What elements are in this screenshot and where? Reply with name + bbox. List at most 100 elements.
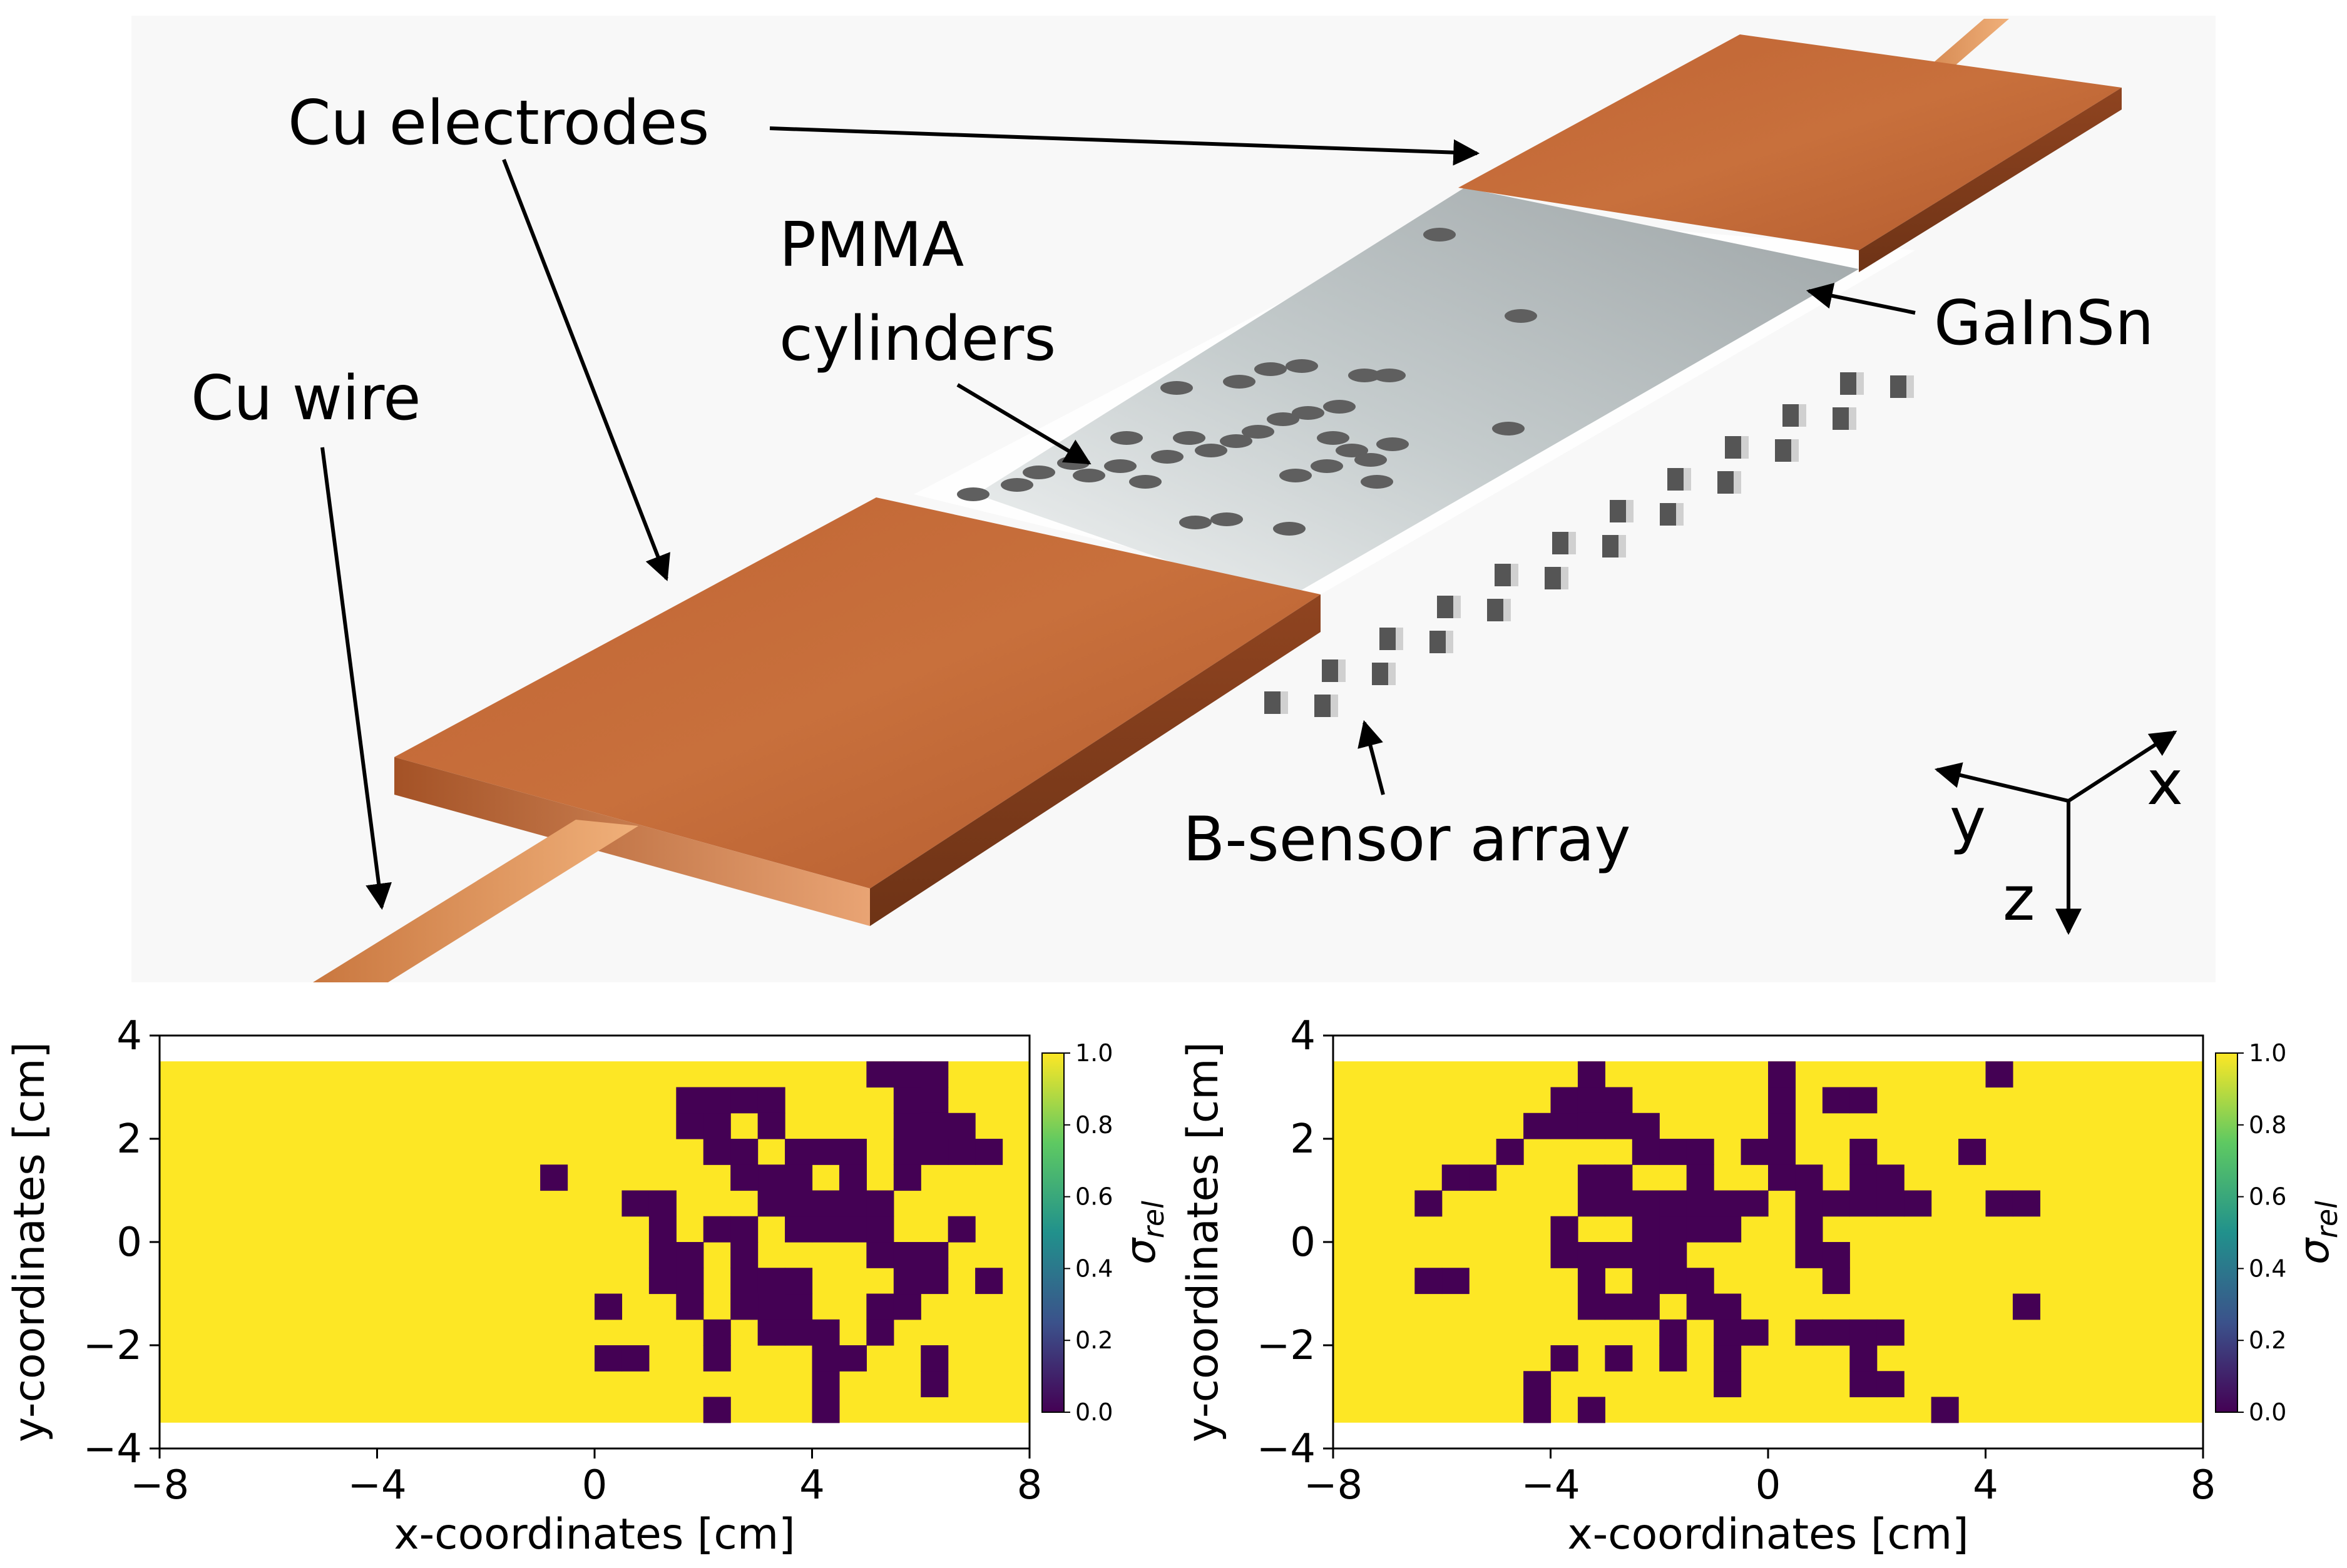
x-tick-label: −4 <box>1521 1462 1580 1509</box>
zero-conductivity-cell <box>1849 1319 1878 1346</box>
zero-conductivity-cell <box>676 1242 704 1268</box>
pmma-cylinder-top <box>1179 516 1212 529</box>
pmma-cylinder-top <box>1110 431 1143 445</box>
zero-conductivity-cell <box>1795 1242 1823 1268</box>
zero-conductivity-cell <box>1577 1164 1605 1191</box>
coordinate-axes: x y z <box>1934 730 2183 935</box>
zero-conductivity-cell <box>1605 1087 1633 1114</box>
zero-conductivity-cell <box>812 1216 840 1243</box>
b-sensor-side <box>1561 567 1568 589</box>
zero-conductivity-cell <box>1849 1371 1878 1398</box>
zero-conductivity-cell <box>921 1139 949 1165</box>
zero-conductivity-cell <box>1958 1139 1987 1165</box>
zero-conductivity-cell <box>1876 1371 1905 1398</box>
pmma-cylinder-top <box>1492 422 1525 435</box>
arrow-galinsn <box>1806 283 1916 315</box>
y-tick-label: −4 <box>1257 1426 1316 1472</box>
pmma-cylinder-top <box>1323 400 1356 414</box>
zero-conductivity-cell <box>812 1371 840 1398</box>
front-cu-wire <box>313 820 638 982</box>
b-sensor-side <box>1503 599 1511 621</box>
zero-conductivity-cell <box>757 1164 785 1191</box>
zero-conductivity-cell <box>785 1164 813 1191</box>
zero-conductivity-cell <box>703 1112 731 1139</box>
zero-conductivity-cell <box>893 1061 921 1088</box>
zero-conductivity-cell <box>866 1190 894 1217</box>
b-sensor-side <box>1568 532 1576 554</box>
zero-conductivity-cell <box>921 1371 949 1398</box>
zero-conductivity-cell <box>1659 1345 1687 1372</box>
zero-conductivity-cell <box>785 1293 813 1320</box>
zero-conductivity-cell <box>1795 1319 1823 1346</box>
zero-conductivity-cell <box>1550 1216 1578 1243</box>
zero-conductivity-cell <box>757 1268 785 1295</box>
b-sensor-side <box>1741 436 1749 459</box>
experimental-schematic: Cu electrodes PMMA cylinders Cu wire GaI… <box>191 19 2183 982</box>
b-sensor-side <box>1446 631 1453 653</box>
zero-conductivity-cell <box>975 1139 1003 1165</box>
zero-conductivity-cell <box>893 1087 921 1114</box>
colorbar-tick-label: 0.6 <box>2249 1183 2286 1211</box>
b-sensor-side <box>1396 628 1403 650</box>
zero-conductivity-cell <box>730 1164 759 1191</box>
x-axis-label: x <box>2147 748 2183 819</box>
zero-conductivity-cell <box>1822 1242 1850 1268</box>
z-axis-label: z <box>2003 863 2035 935</box>
b-sensor-array-group <box>1264 372 1914 717</box>
zero-conductivity-cell <box>1632 1268 1660 1295</box>
zero-conductivity-cell <box>730 1268 759 1295</box>
zero-conductivity-cell <box>703 1087 731 1114</box>
zero-conductivity-cell <box>1686 1139 1714 1165</box>
zero-conductivity-cell <box>1496 1139 1524 1165</box>
zero-conductivity-cell <box>785 1319 813 1346</box>
colorbar-label: σrel <box>1117 1201 1170 1265</box>
zero-conductivity-cell <box>893 1139 921 1165</box>
colorbar <box>1041 1052 1065 1413</box>
galinsn-region <box>976 188 1859 601</box>
zero-conductivity-cell <box>1605 1293 1633 1320</box>
zero-conductivity-cell <box>1822 1087 1850 1114</box>
zero-conductivity-cell <box>1414 1268 1443 1295</box>
zero-conductivity-cell <box>595 1345 623 1372</box>
zero-conductivity-cell <box>703 1216 731 1243</box>
zero-conductivity-cell <box>812 1190 840 1217</box>
pmma-cylinder-top <box>1505 309 1537 323</box>
zero-conductivity-cell <box>948 1139 976 1165</box>
zero-conductivity-cell <box>730 1242 759 1268</box>
colorbar-tick-label: 0.2 <box>2249 1326 2286 1354</box>
zero-conductivity-cell <box>1605 1242 1633 1268</box>
zero-conductivity-cell <box>1714 1319 1742 1346</box>
label-pmma: PMMA <box>779 210 964 281</box>
zero-conductivity-cell <box>1632 1139 1660 1165</box>
x-axis-arrow <box>2067 730 2177 803</box>
y-axis-arrow <box>1934 762 2069 803</box>
zero-conductivity-cell <box>648 1216 677 1243</box>
x-tick-label: 8 <box>2191 1462 2216 1509</box>
zero-conductivity-cell <box>1768 1112 1796 1139</box>
zero-conductivity-cell <box>921 1061 949 1088</box>
zero-conductivity-cell <box>1441 1268 1470 1295</box>
zero-conductivity-cell <box>921 1268 949 1295</box>
pmma-cylinder-top <box>1423 228 1456 242</box>
colorbar-tick-label: 0.0 <box>2249 1398 2286 1426</box>
b-sensor-side <box>1676 503 1684 526</box>
zero-conductivity-cell <box>703 1139 731 1165</box>
zero-conductivity-cell <box>1985 1061 2013 1088</box>
x-axis-title: x-coordinates [cm] <box>1567 1510 1968 1559</box>
b-sensor-side <box>1734 471 1741 494</box>
pmma-cylinder-top <box>1223 375 1255 389</box>
zero-conductivity-cell <box>1931 1397 1959 1423</box>
zero-conductivity-cell <box>1414 1190 1443 1217</box>
zero-conductivity-cell <box>839 1164 867 1191</box>
pmma-cylinder-top <box>1348 369 1381 382</box>
zero-conductivity-cell <box>621 1190 650 1217</box>
x-tick-label: 4 <box>1973 1462 1998 1509</box>
zero-conductivity-cell <box>893 1242 921 1268</box>
zero-conductivity-cell <box>785 1268 813 1295</box>
pmma-cylinder-top <box>1129 475 1162 489</box>
zero-conductivity-cell <box>703 1397 731 1423</box>
pmma-cylinder-top <box>1151 450 1184 464</box>
x-tick-label: −8 <box>130 1462 189 1509</box>
zero-conductivity-cell <box>1849 1164 1878 1191</box>
